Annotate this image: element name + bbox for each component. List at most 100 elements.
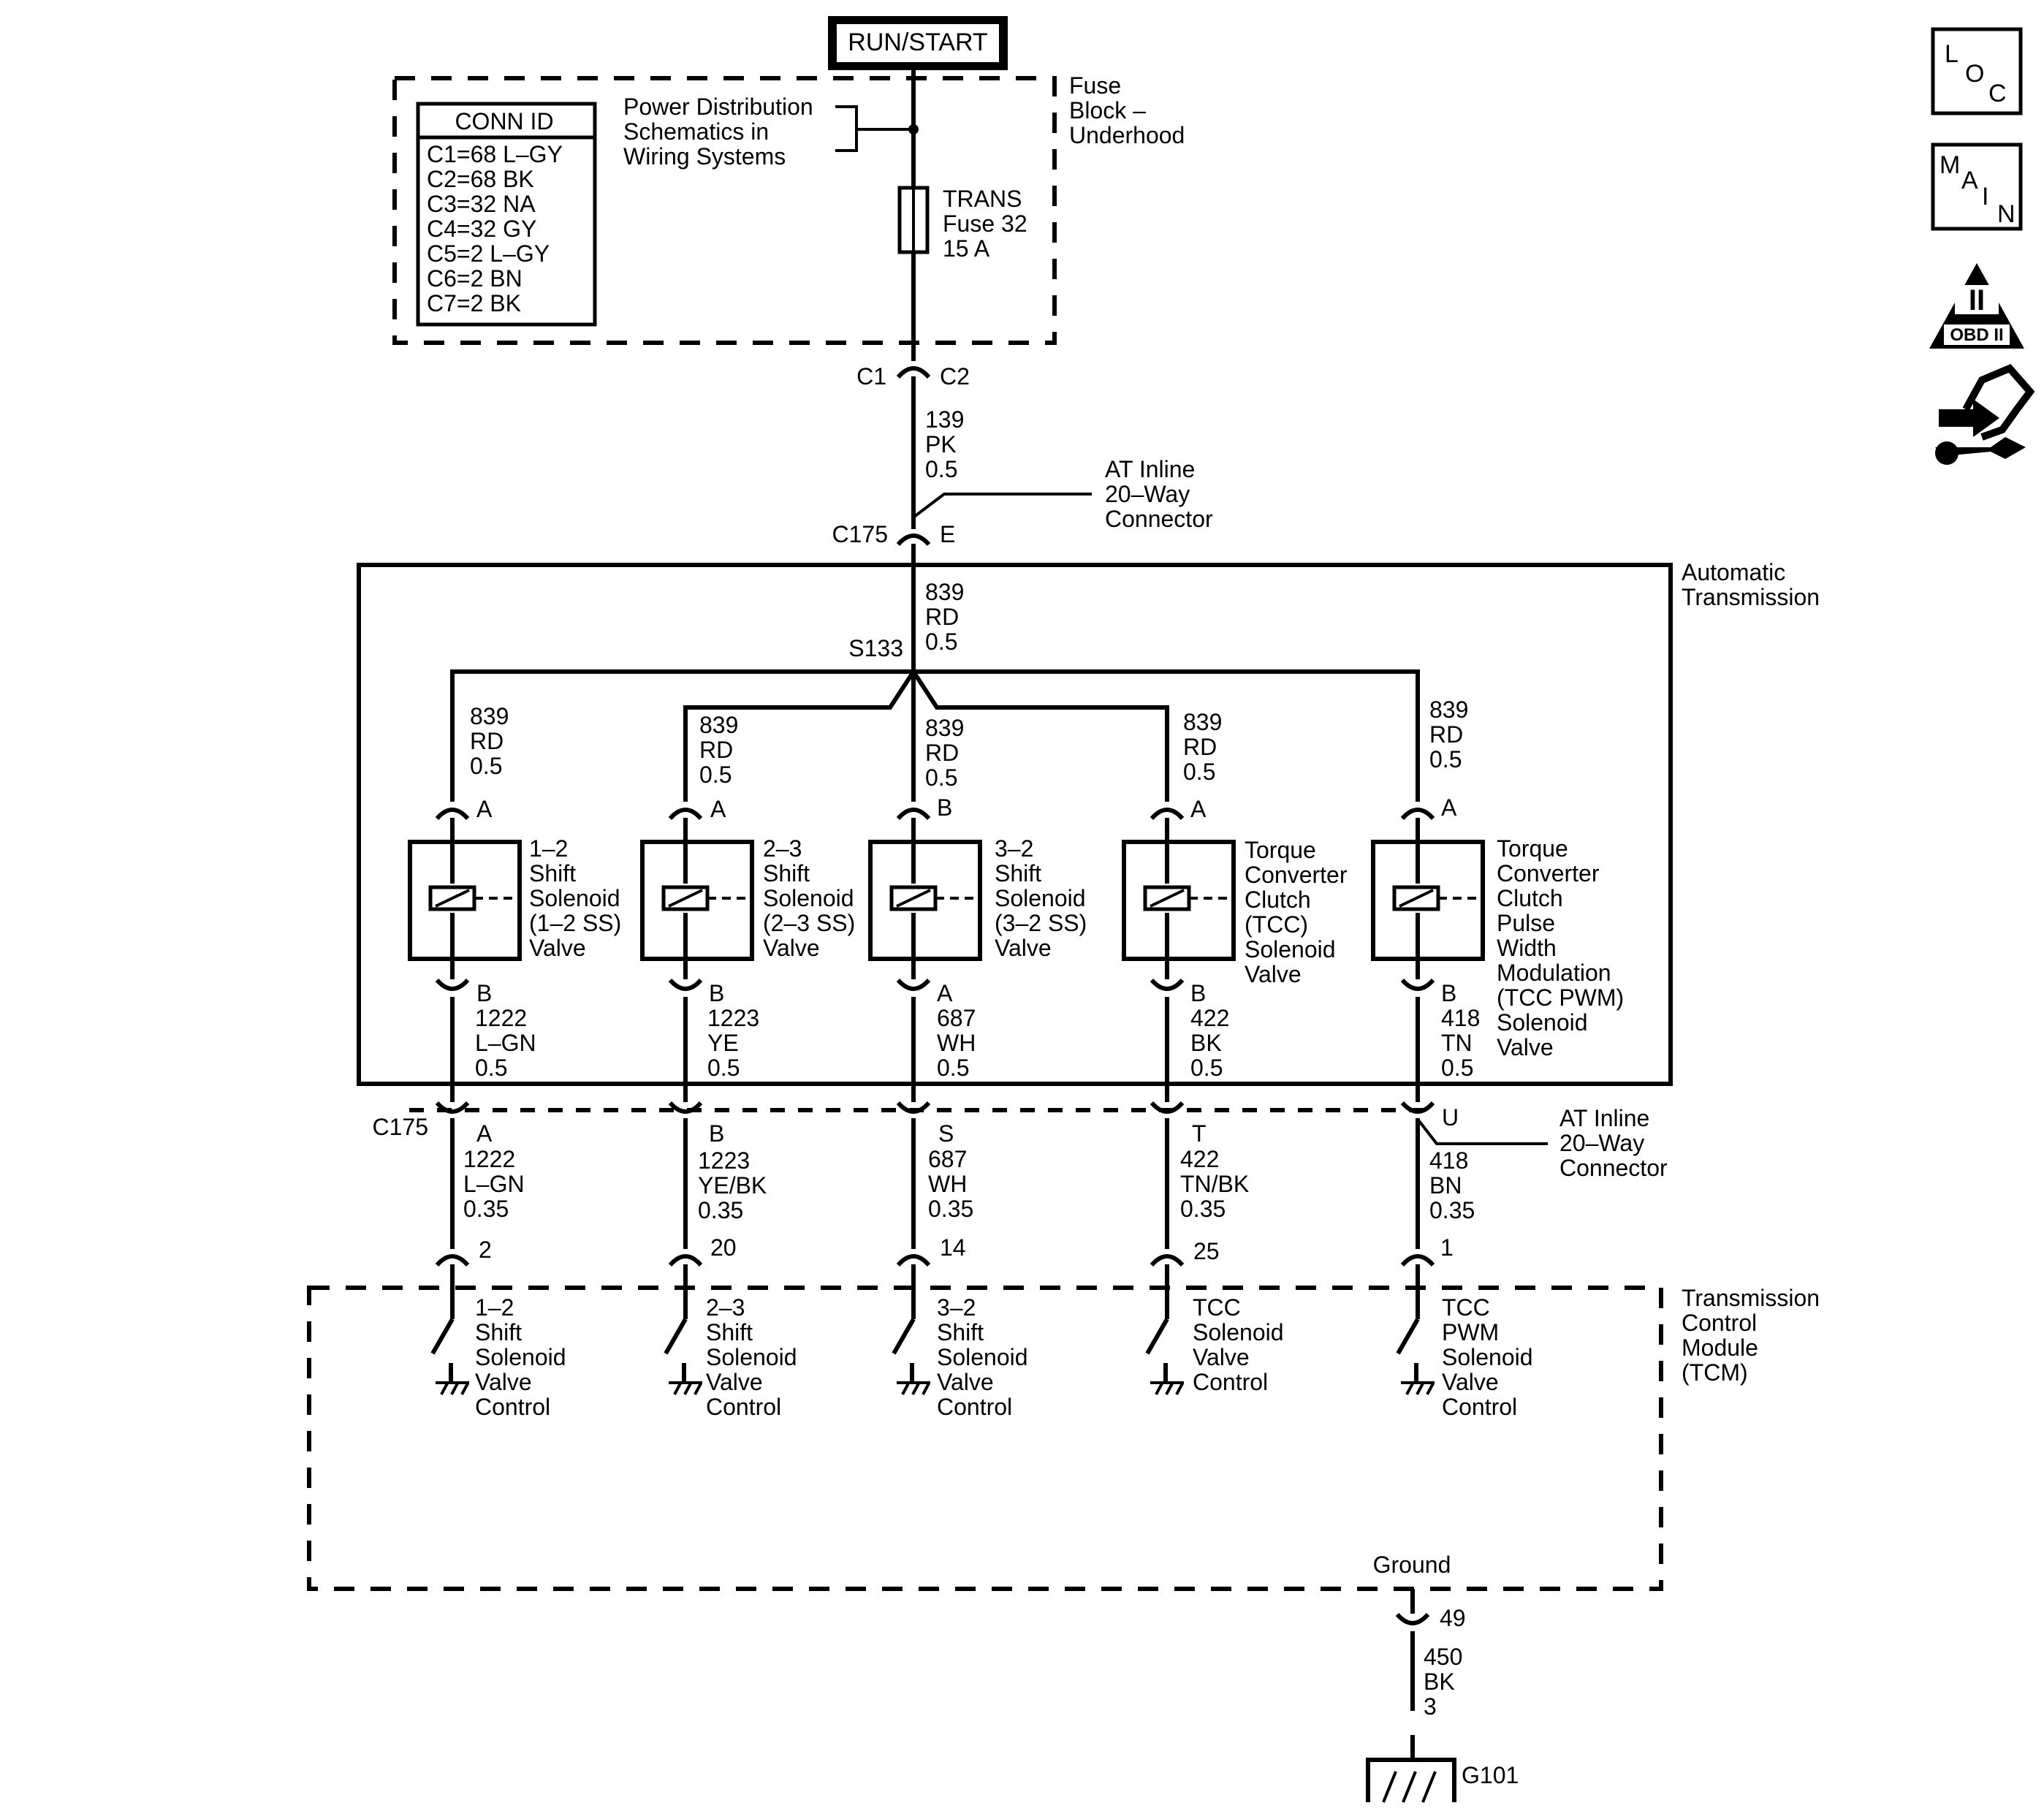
solenoid-top-connector[interactable] [435,808,470,821]
c175-lower-connector-cavity[interactable] [435,1101,470,1114]
tcm-switch [1396,1318,1420,1355]
svg-text:OBD II: OBD II [1950,325,2003,345]
svg-text:L: L [1945,40,1958,68]
wire-139-label: 139 PK 0.5 [925,406,970,482]
ground-wire-label: 450 BK 3 [1424,1644,1469,1720]
obd-ii-icon[interactable]: II OBD II [1929,263,2024,349]
solenoid-top-pin: B [937,794,952,821]
solenoid-body[interactable] [1122,840,1236,961]
svg-text:I: I [1982,183,1988,210]
solenoid-body[interactable] [1371,840,1485,961]
tcm-pin-connector[interactable] [668,1254,703,1267]
connector-tool-icon[interactable] [1935,363,2035,465]
solenoid-bottom-connector[interactable] [1150,978,1185,991]
c175-lower-pin: B [709,1120,724,1147]
splice-s133 [450,669,1420,802]
ground-pin-number: 49 [1440,1605,1466,1631]
c175-top-connector[interactable] [896,534,931,547]
svg-text:C: C [1988,80,2007,107]
at-inline-leader-bottom [1418,1120,1548,1145]
tcm-pin-connector[interactable] [896,1254,931,1267]
solenoid-bottom-connector[interactable] [435,978,470,991]
ground-pin-connector[interactable] [1395,1612,1430,1625]
tcm-switch [1145,1318,1169,1355]
tcm-pin-number: 14 [940,1234,966,1261]
solenoid-top-connector[interactable] [1150,808,1185,821]
c175-lower-pin: U [1442,1104,1459,1131]
conn-id-title: CONN ID [455,108,553,134]
c175-lower-connector-cavity[interactable] [668,1101,703,1114]
svg-text:A: A [1961,167,1978,194]
fuse-block-boundary [392,76,1057,345]
tcm-pin-connector[interactable] [1400,1254,1435,1267]
tcm-label: Transmission Control Module (TCM) [1682,1285,1826,1386]
solenoid-bottom-connector[interactable] [668,978,703,991]
solenoid-bottom-connector[interactable] [896,978,931,991]
power-distribution-reference[interactable]: Power Distribution Schematics in Wiring … [623,94,820,170]
power-source: RUN/START [828,16,1008,70]
solenoid-top-connector[interactable] [668,808,703,821]
power-reference-bracket [835,105,858,152]
run-start-label: RUN/START [848,29,987,56]
solenoid-top-pin: A [476,796,493,822]
c175-lower-pin: S [938,1120,954,1147]
solenoid-top-connector[interactable] [896,808,931,821]
c1-label: C1 [856,363,886,390]
automatic-transmission-boundary [357,563,1673,1086]
main-icon[interactable]: M A I N [1931,143,2023,231]
solenoid-bottom-pin: A [937,980,953,1006]
at-inline-connector-label-top: AT Inline 20–Way Connector [1105,456,1213,532]
trans-fuse-label: TRANS Fuse 32 15 A [943,186,1034,262]
c175-top-label: C175 [832,521,889,547]
solenoid-body[interactable] [868,840,982,961]
loc-icon[interactable]: L O C [1931,27,2023,115]
svg-text:N: N [1997,200,2015,228]
conn-id-table: CONN ID C1=68 L–GY C2=68 BK C3=32 NA C4=… [416,102,597,327]
c175-pin-e-label: E [940,521,955,547]
solenoid-bottom-pin: B [476,980,492,1006]
solenoid-bottom-connector[interactable] [1400,978,1435,991]
tcm-pin-number: 2 [479,1237,492,1263]
tcm-pin-number: 20 [710,1234,737,1261]
solenoid-body[interactable] [408,840,522,961]
at-inline-connector-label-bottom: AT Inline 20–Way Connector [1559,1105,1668,1181]
automatic-transmission-label: Automatic Transmission [1682,559,1820,610]
tcm-pin-connector[interactable] [1150,1254,1185,1267]
svg-text:II: II [1969,284,1985,316]
tcm-pin-connector[interactable] [435,1254,470,1267]
tcm-pin-number: 1 [1440,1234,1454,1261]
solenoid-top-pin: A [710,796,726,822]
splice-s133-label: S133 [848,635,903,661]
c1-c2-connector[interactable] [896,366,931,379]
solenoid-top-connector[interactable] [1400,808,1435,821]
solenoid-bottom-pin: B [1441,980,1456,1006]
conn-id-entries: C1=68 L–GY C2=68 BK C3=32 NA C4=32 GY C5… [427,141,569,316]
tcm-switch [430,1318,455,1355]
tcm-ground-label: Ground [1373,1552,1451,1578]
g101-ground-icon [1366,1758,1456,1803]
solenoid-body[interactable] [640,840,754,961]
